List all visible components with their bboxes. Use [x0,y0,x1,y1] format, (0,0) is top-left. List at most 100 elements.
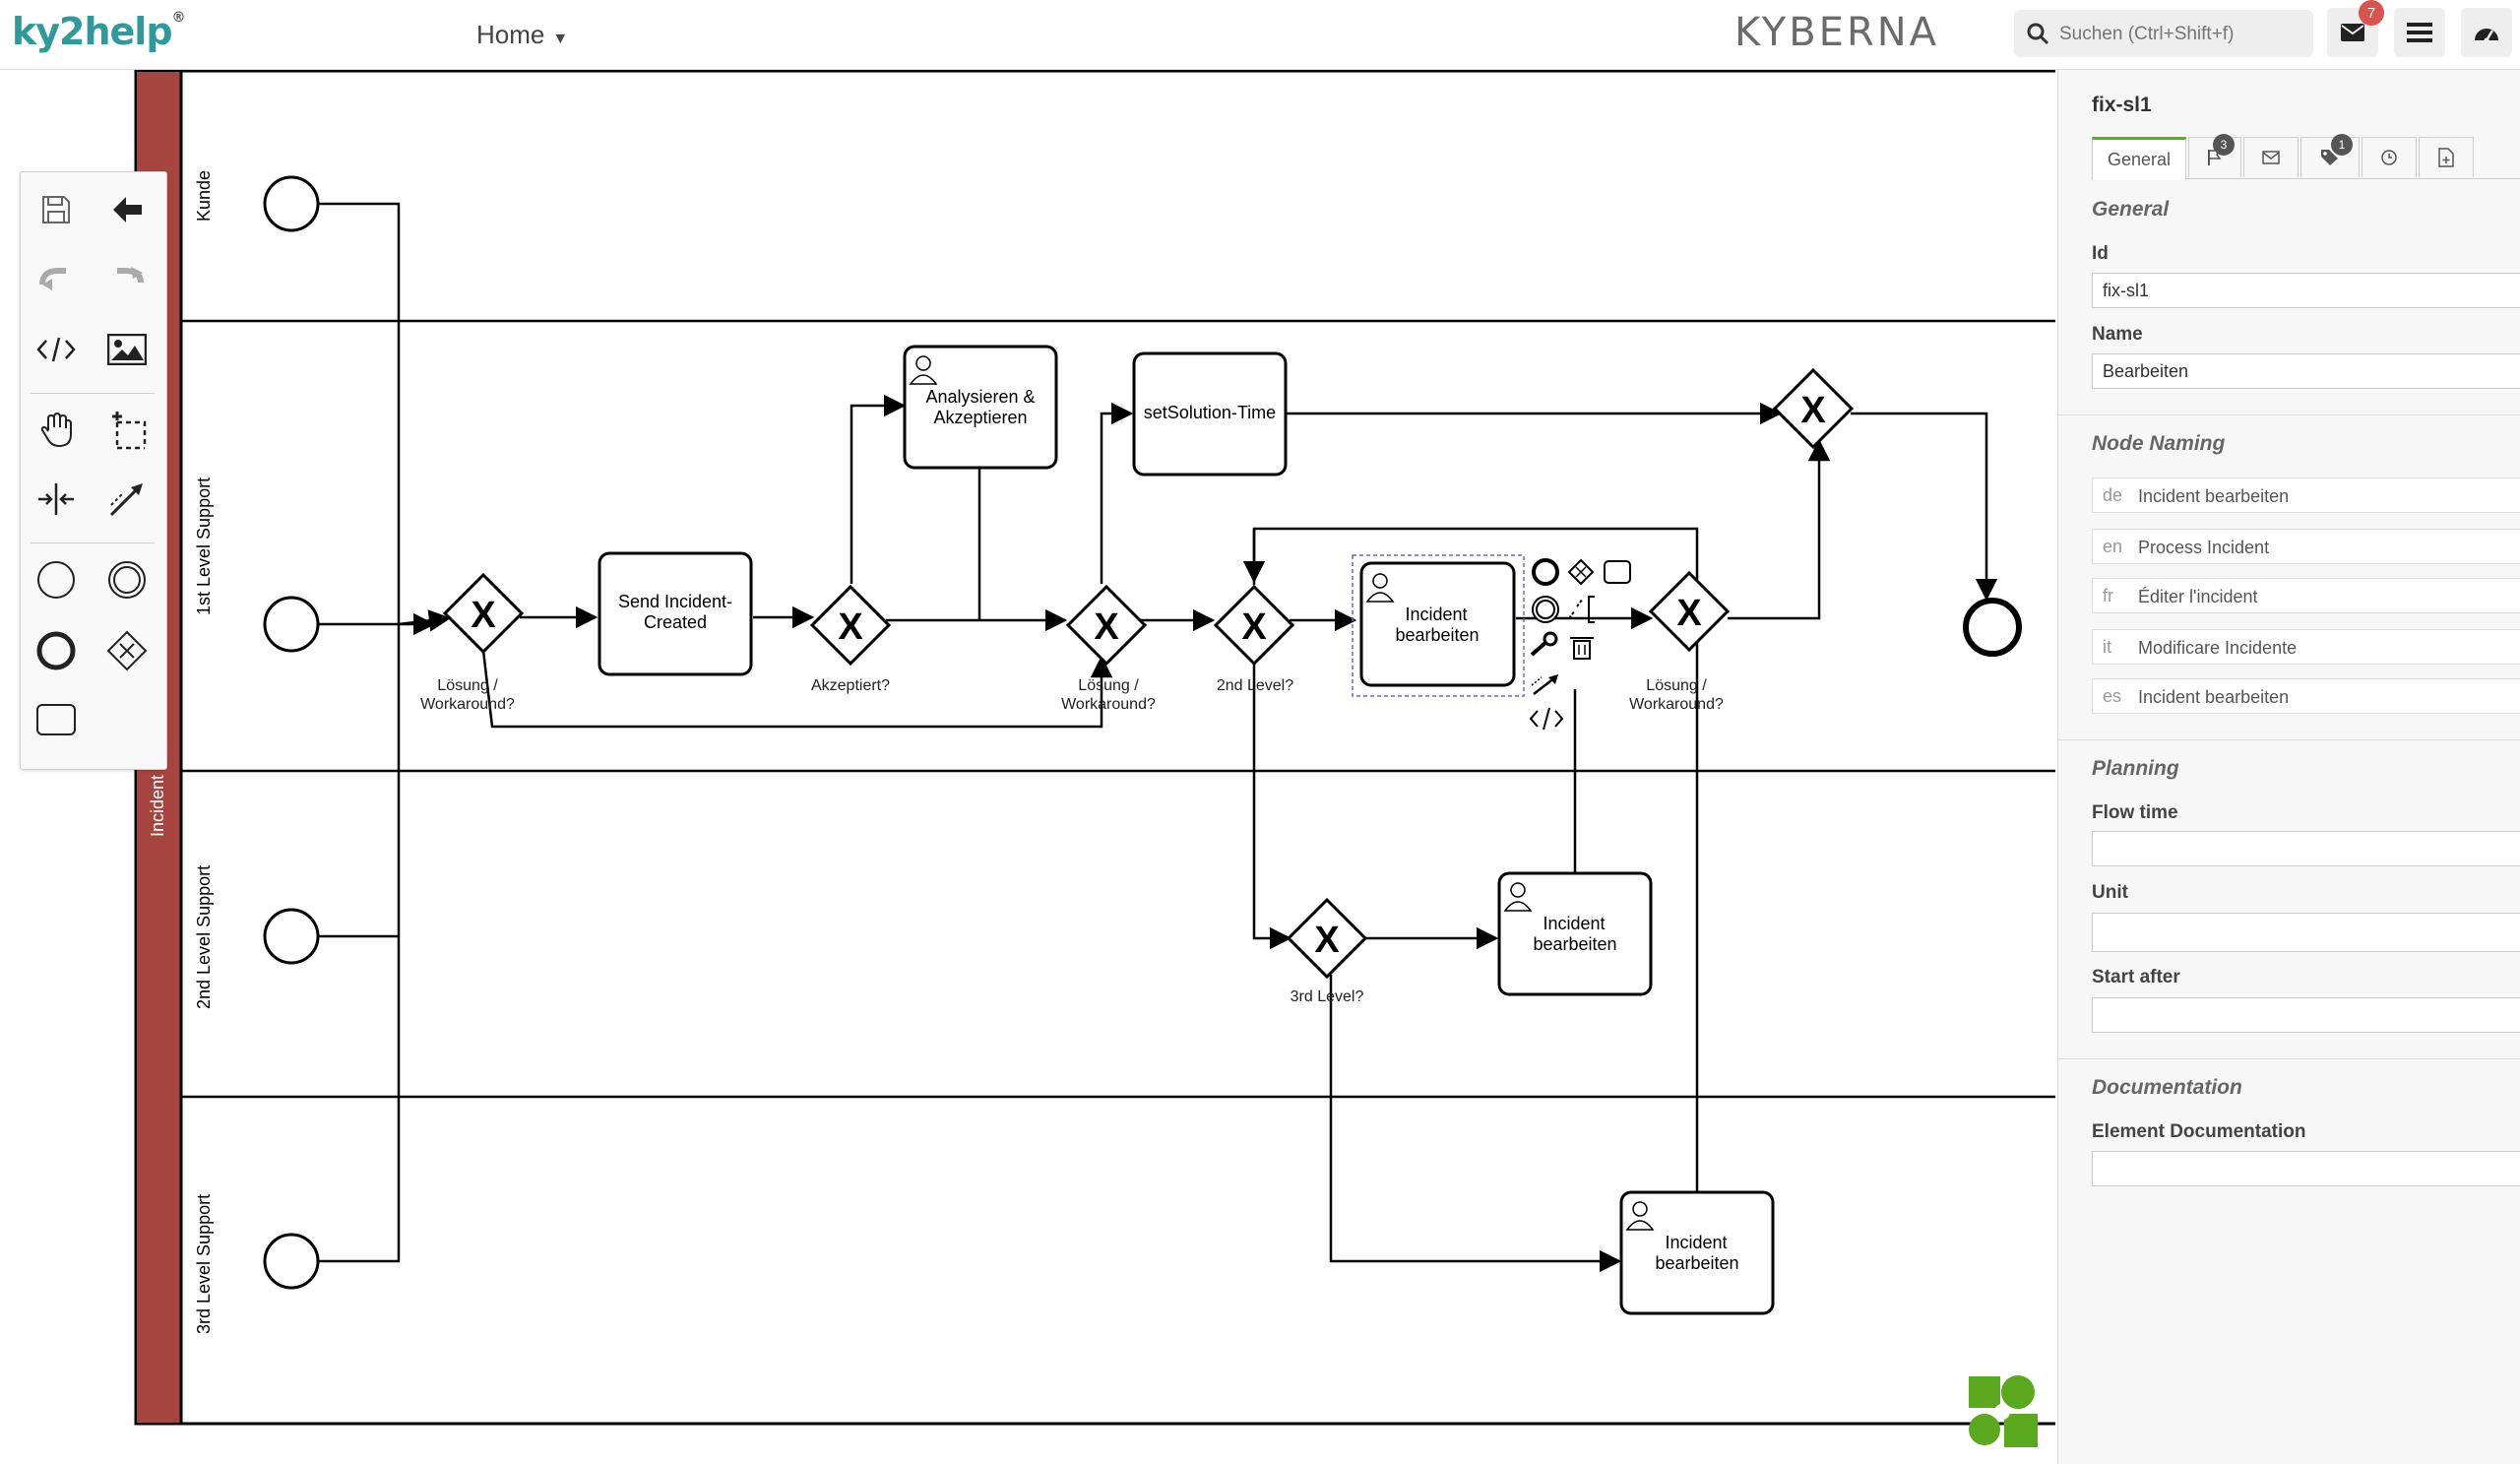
tab-mail[interactable] [2243,137,2299,177]
gateway-loesung1[interactable]: X [442,572,525,655]
task-send-incident[interactable]: Send Incident-Created [598,551,753,676]
tab-tags[interactable]: 1 [2300,134,2360,177]
svg-text:X: X [1314,920,1340,961]
start-event-2nd[interactable] [263,908,320,965]
name-input-de[interactable] [2136,480,2514,512]
envelope-icon [2341,24,2364,41]
group-title-documentation: Documentation [2092,1076,2242,1099]
unit-label: Unit [2092,882,2128,903]
tab-attachments[interactable] [2419,137,2474,177]
lane-label-1st[interactable]: 1st Level Support [194,477,214,615]
intermediate-event-icon[interactable] [101,554,153,605]
properties-panel: fix-sl1 General 3 1 General Id Name Node… [2057,70,2520,1464]
start-event-1st[interactable] [263,596,320,653]
trash-icon[interactable] [1570,637,1594,660]
wrench-icon[interactable] [1530,631,1558,657]
hand-tool-icon[interactable] [31,405,82,456]
gateway-loesung2[interactable]: X [1065,584,1148,667]
top-bar: ky2help® Home▼ KYBERNA 7 [0,0,2520,70]
redo-icon[interactable] [101,253,153,304]
name-field[interactable] [2092,353,2520,389]
home-menu[interactable]: Home▼ [476,20,569,49]
brand-logo: KYBERNA [1734,10,1940,55]
tab-timer[interactable] [2362,137,2417,177]
name-input-fr[interactable] [2136,581,2514,612]
gateway-loesung3[interactable]: X [1648,570,1731,653]
lane-label-3rd[interactable]: 3rd Level Support [194,1194,214,1334]
append-task-icon[interactable] [1604,560,1631,584]
start-event-icon[interactable] [31,554,82,605]
app-logo[interactable]: ky2help® [12,10,186,53]
svg-text:X: X [1676,593,1702,634]
name-field-it[interactable]: it [2092,629,2520,665]
tab-general[interactable]: General [2092,137,2186,180]
save-icon[interactable] [31,184,82,235]
undo-icon[interactable] [31,253,82,304]
append-end-event-icon[interactable] [1532,558,1559,586]
end-event-icon[interactable] [31,625,82,676]
context-pad[interactable] [1529,558,1631,731]
start-event-3rd[interactable] [263,1233,320,1290]
gateway-label-level2: 2nd Level? [1217,677,1293,694]
name-input-en[interactable] [2136,532,2514,563]
back-arrow-icon[interactable] [101,184,153,235]
gateway-level2[interactable]: X [1213,584,1295,667]
flow-time-field[interactable] [2092,831,2520,866]
svg-text:Send Incident-Created: Send Incident-Created [618,592,732,632]
lasso-tool-icon[interactable] [101,405,153,456]
connect-icon[interactable] [1531,674,1558,695]
gateway-level3[interactable]: X [1286,897,1368,980]
task-icon[interactable] [31,694,82,745]
diagram-canvas[interactable]: Incident Manage Kunde 1st Level Support … [0,70,2055,1464]
gateway-icon[interactable] [101,625,153,676]
task-set-solution-time[interactable]: setSolution-Time [1132,351,1288,477]
name-input-es[interactable] [2136,681,2514,713]
append-intermediate-event-icon[interactable] [1532,596,1559,623]
search-box[interactable] [2014,10,2313,57]
space-tool-icon[interactable] [31,474,82,525]
start-event-kunde[interactable] [263,175,320,232]
gateway-label-loesung3: Lösung /Workaround? [1629,677,1724,713]
gateway-merge[interactable]: X [1772,367,1855,450]
code-icon[interactable] [1529,707,1564,731]
element-documentation-field[interactable] [2092,1151,2520,1186]
connect-tool-icon[interactable] [101,474,153,525]
name-field-de[interactable]: de [2092,477,2520,513]
dashboard-icon [2475,29,2498,43]
tab-flags[interactable]: 3 [2188,134,2241,177]
menu-button[interactable] [2394,8,2445,57]
mail-badge: 7 [2359,0,2384,26]
search-input[interactable] [2057,16,2307,53]
mail-button[interactable]: 7 [2327,0,2384,57]
puzzle-logo-icon [1969,1375,2038,1447]
gateway-akzeptiert[interactable]: X [809,584,892,667]
code-icon[interactable] [31,324,82,375]
image-icon[interactable] [101,324,153,375]
bpmn-diagram[interactable]: Incident Manage Kunde 1st Level Support … [0,70,2055,1464]
append-gateway-icon[interactable] [1567,558,1595,586]
name-field-fr[interactable]: fr [2092,578,2520,613]
end-event[interactable] [1963,598,2022,657]
name-field-en[interactable]: en [2092,529,2520,564]
search-icon [2027,23,2049,45]
dashboard-button[interactable] [2461,8,2512,57]
name-input-it[interactable] [2136,632,2514,664]
user-task-icon [909,355,938,385]
clock-icon [2381,150,2397,165]
user-task-icon [1625,1201,1655,1231]
lane-label-kunde[interactable]: Kunde [194,170,214,222]
name-field-es[interactable]: es [2092,678,2520,714]
lane-label-2nd[interactable]: 2nd Level Support [194,865,214,1009]
task-analysieren[interactable]: Analysieren &Akzeptieren [903,345,1058,470]
gateway-label-loesung1: Lösung /Workaround? [420,677,515,713]
unit-select[interactable] [2092,913,2520,952]
text-annotation-icon[interactable] [1568,596,1595,623]
id-field[interactable] [2092,273,2520,308]
start-after-field[interactable] [2092,997,2520,1033]
